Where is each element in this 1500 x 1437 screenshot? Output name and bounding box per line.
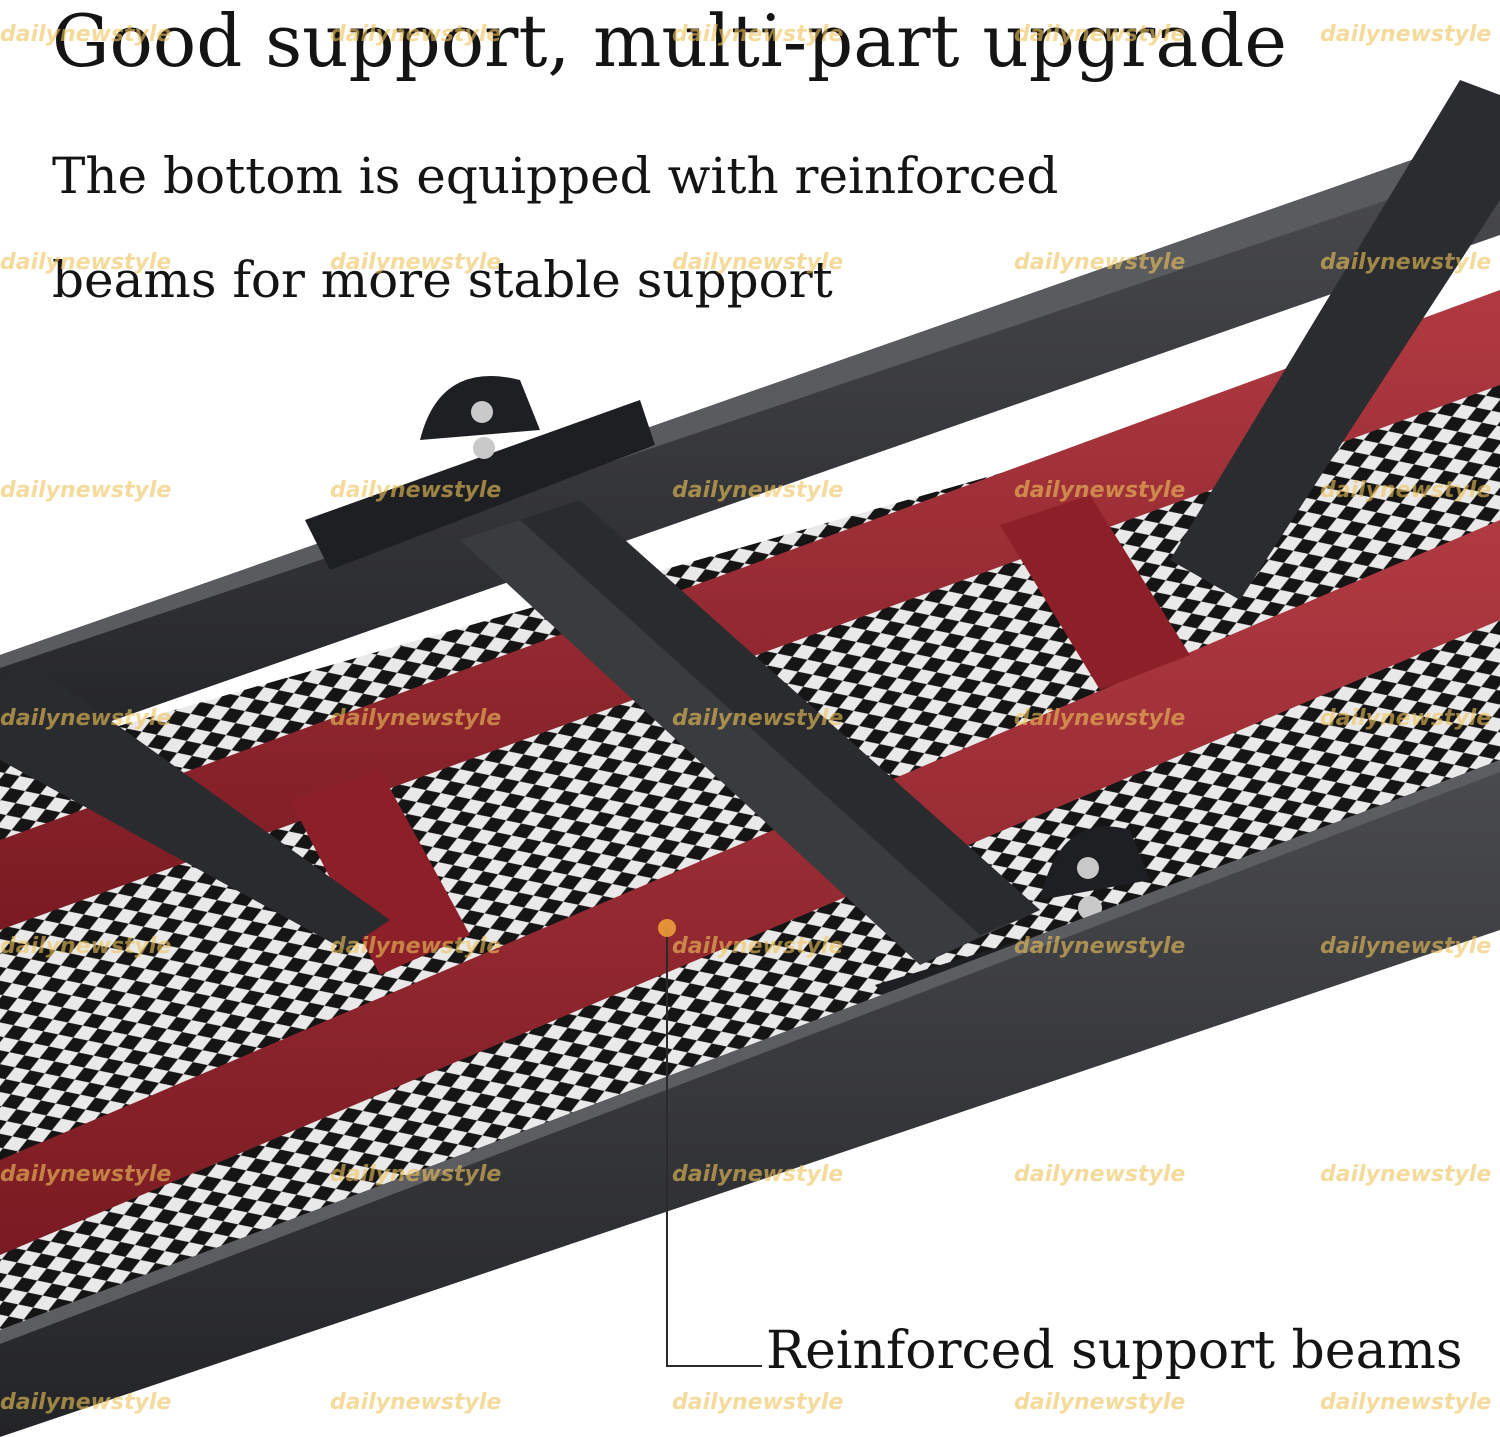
red-beam-lower (0, 520, 1500, 1255)
front-rail-top (0, 760, 1500, 1344)
front-rail (0, 760, 1500, 1437)
support-arm-right (1170, 80, 1500, 600)
red-beam-upper (0, 290, 1500, 930)
callout-leader-line (666, 928, 762, 1367)
back-rail (0, 150, 1500, 760)
callout-dot (658, 919, 676, 937)
red-cross-beam-right (1000, 495, 1190, 690)
description-line-1: The bottom is equipped with reinforced (52, 147, 1059, 205)
black-cross-member-edge (520, 500, 1040, 935)
red-cross-beam-left (290, 770, 470, 975)
support-arm-left (0, 670, 390, 950)
mounting-bracket-top (305, 376, 655, 570)
description-line-2: beams for more stable support (52, 251, 833, 309)
callout-label: Reinforced support beams (766, 1321, 1463, 1381)
headline: Good support, multi-part upgrade (52, 0, 1287, 83)
